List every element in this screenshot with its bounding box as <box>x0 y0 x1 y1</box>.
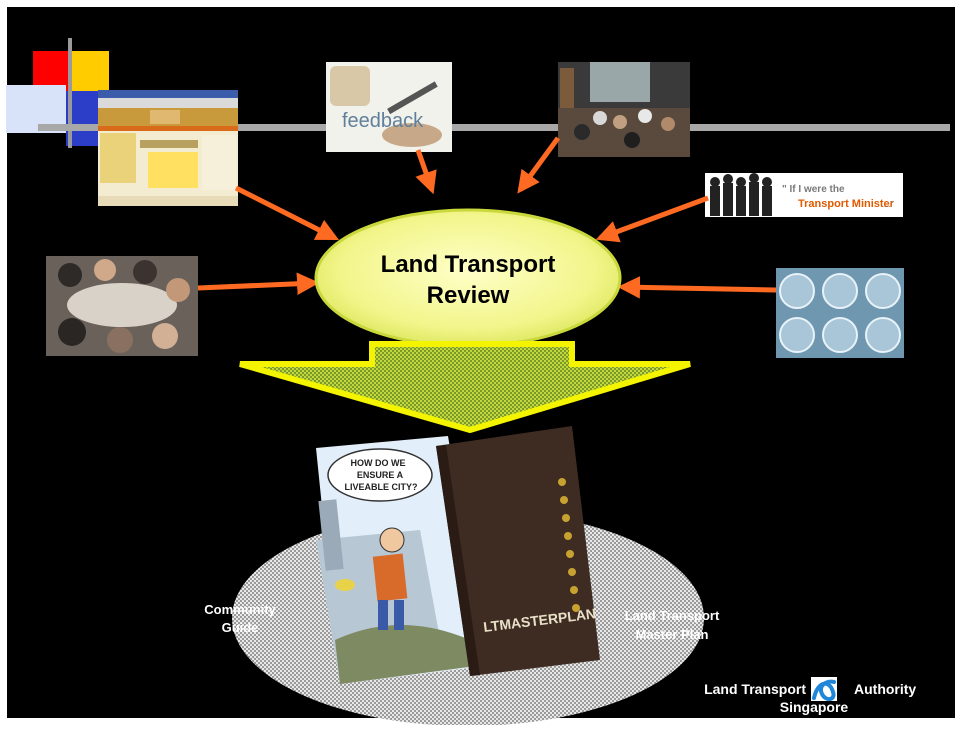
community-guide-book: HOW DO WE ENSURE A LIVEABLE CITY? <box>316 436 486 684</box>
minister-suffix: ..." <box>884 200 894 209</box>
arrow-website <box>234 185 340 241</box>
minister-banner-icon <box>705 173 903 217</box>
bubble-line3: LIVEABLE CITY? <box>344 482 417 492</box>
review-ellipse <box>314 208 622 348</box>
input-arrows <box>197 136 777 299</box>
land-transport-review-node: Land Transport Review <box>314 208 622 348</box>
arrow-minister <box>595 195 709 243</box>
lta-ribbon-icon <box>811 677 837 701</box>
lta-name-bottom: Singapore <box>780 699 849 715</box>
horizontal-divider <box>38 124 950 131</box>
feedback-image: feedback <box>326 62 452 152</box>
review-title-line2: Review <box>427 282 510 309</box>
master-plan-book: LTMASTERPLAN <box>436 426 600 676</box>
community-guide-label-line1: Community <box>204 602 276 617</box>
lta-name-left: Land Transport <box>704 681 806 697</box>
review-title-line1: Land Transport <box>381 251 556 278</box>
focus-group-photo <box>46 256 198 356</box>
deco-vertical-bar <box>68 38 72 148</box>
master-plan-label-line1: Land Transport <box>625 608 720 623</box>
minister-line2: Transport Minister <box>798 198 895 210</box>
decorative-blocks <box>6 38 109 148</box>
lta-logo: Land Transport Authority Singapore <box>704 677 916 715</box>
master-plan-label-line2: Master Plan <box>636 627 709 642</box>
bubble-line1: HOW DO WE <box>351 458 406 468</box>
lta-name-right: Authority <box>854 681 916 697</box>
big-down-arrow <box>239 341 691 434</box>
feedback-text: feedback <box>342 110 424 132</box>
arrow-accessibility <box>617 276 777 299</box>
community-guide-label-line2: Guide <box>222 620 259 635</box>
output-labels: Community Guide Land Transport Master Pl… <box>204 602 720 642</box>
master-plan-cover <box>436 426 600 676</box>
arrow-focus-group <box>197 272 320 296</box>
speech-bubble <box>327 448 433 502</box>
minister-line1: " If I were the <box>782 184 845 195</box>
arrow-forum <box>517 136 561 194</box>
bubble-line2: ENSURE A <box>357 470 404 480</box>
accessibility-signs <box>776 268 904 358</box>
public-forum-photo <box>558 62 690 157</box>
transport-minister-banner: " If I were the Transport Minister ..." <box>705 173 903 217</box>
deco-yellow-square <box>72 51 109 91</box>
website-screenshot <box>98 90 238 206</box>
arrow-feedback <box>415 149 437 195</box>
